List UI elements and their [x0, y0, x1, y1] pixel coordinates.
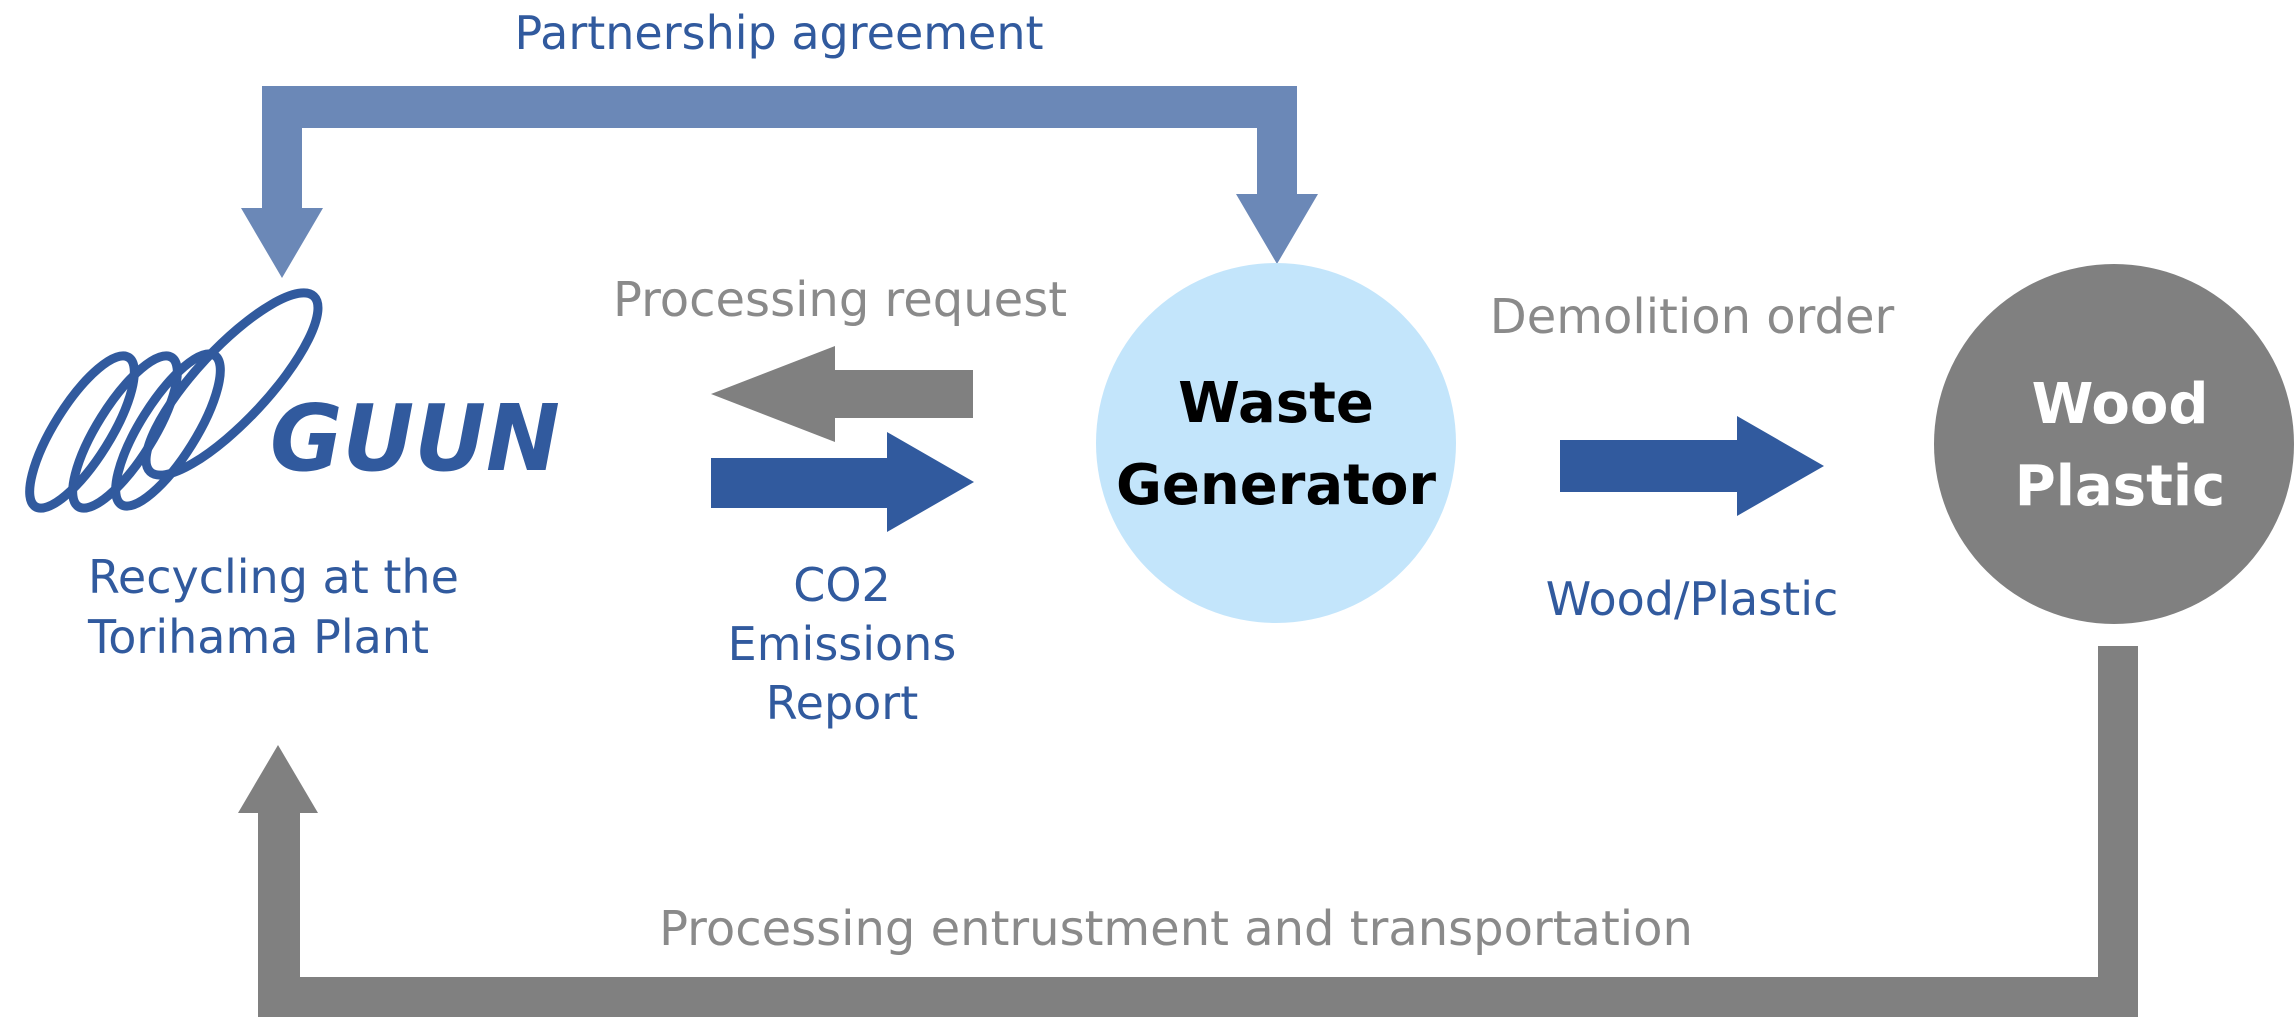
demolition-order-label: Demolition order: [1490, 289, 1895, 345]
guun-logo: GUUN: [25, 288, 560, 513]
wood-plastic-flow-label: Wood/Plastic: [1546, 572, 1839, 626]
waste-generator-line2: Generator: [1116, 453, 1436, 518]
processing-request-arrow: [711, 346, 973, 442]
waste-generator-line1: Waste: [1178, 371, 1374, 436]
partnership-arrow-shape: [241, 86, 1318, 278]
entrustment-return-arrow: [238, 646, 2138, 1017]
co2-label-line1: CO2: [793, 558, 891, 612]
guun-logo-text: GUUN: [270, 385, 560, 492]
wood-plastic-line1: Wood: [2032, 372, 2209, 437]
oval-swirl-logo-icon: [25, 288, 323, 513]
processing-request-label: Processing request: [613, 272, 1067, 328]
partnership-agreement-label: Partnership agreement: [514, 6, 1043, 60]
partnership-arrow: [241, 86, 1318, 278]
waste-generator-node: Waste Generator: [1096, 263, 1456, 623]
wood-plastic-line2: Plastic: [2015, 454, 2226, 519]
recycling-label-line2: Torihama Plant: [87, 610, 429, 664]
wood-plastic-node: Wood Plastic: [1934, 264, 2294, 624]
co2-label-line3: Report: [766, 676, 919, 730]
co2-report-arrow: [711, 432, 974, 532]
recycling-label-line1: Recycling at the: [88, 550, 459, 604]
co2-label-line2: Emissions: [728, 617, 957, 671]
entrustment-label: Processing entrustment and transportatio…: [659, 901, 1693, 957]
wood-plastic-arrow: [1560, 416, 1824, 516]
